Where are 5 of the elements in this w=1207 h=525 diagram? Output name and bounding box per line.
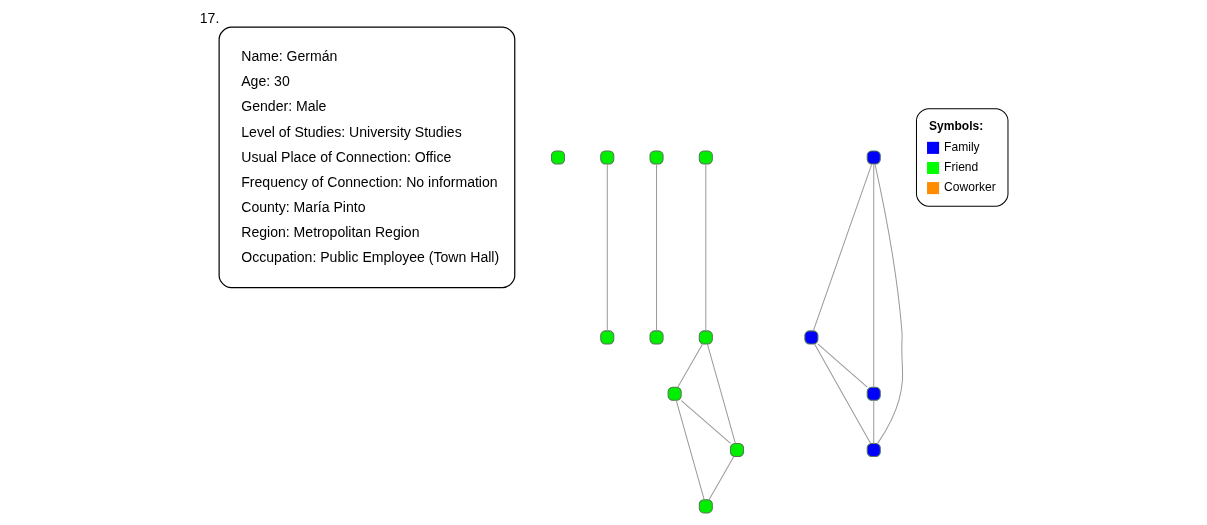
legend-label: Friend [943, 160, 978, 175]
node-label: 17. [199, 10, 219, 27]
label: Symbols: [928, 118, 983, 133]
legend-label: Family [943, 139, 980, 154]
legend-label: Coworker [943, 180, 996, 195]
